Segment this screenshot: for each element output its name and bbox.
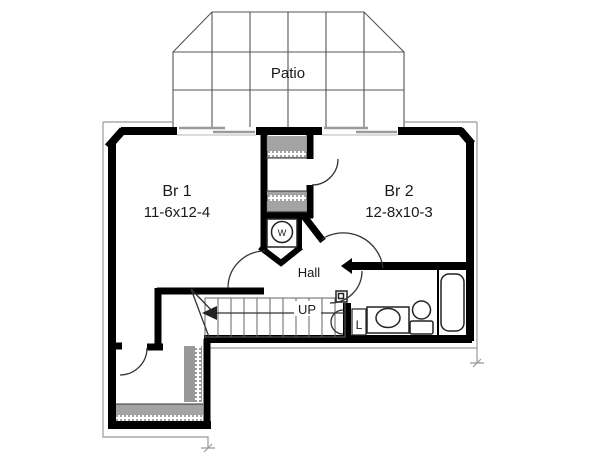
patio-doors <box>177 126 398 136</box>
stairs: UP <box>190 288 348 338</box>
door-arc-storage <box>119 347 148 376</box>
bathtub <box>440 273 465 332</box>
patio-grid <box>173 12 404 127</box>
closet-hatch-upper <box>266 136 307 158</box>
door-arc-br2 <box>321 232 384 269</box>
linen-closet <box>351 308 367 336</box>
patio-door-right <box>324 126 397 134</box>
br2-label: Br 2 <box>384 183 413 200</box>
winder-lines <box>190 288 215 338</box>
closet-door-arc <box>311 158 339 186</box>
newel-post-inner <box>337 292 345 300</box>
center-closets <box>266 136 339 213</box>
footing-line-left <box>102 122 209 448</box>
bathroom: L <box>351 273 465 336</box>
end-tick-left <box>201 443 215 453</box>
end-tick-right <box>470 358 484 368</box>
up-label-bg <box>294 301 321 316</box>
linen-label: L <box>356 318 363 332</box>
patio-label: Patio <box>271 65 305 82</box>
footing-outline <box>102 121 484 453</box>
door-arcs <box>119 232 384 376</box>
patio: Patio <box>172 11 405 127</box>
wall-end-cap <box>341 258 352 274</box>
door-arc-linen <box>330 309 344 335</box>
storage-shelf-hatch <box>184 346 202 402</box>
interior-walls <box>110 133 326 427</box>
room-labels: Br 1 11-6x12-4 Br 2 12-8x10-3 Hall <box>144 183 433 280</box>
br1-dims: 11-6x12-4 <box>144 204 210 221</box>
storage-closet-hatch <box>116 404 203 421</box>
patio-door-left <box>179 126 255 134</box>
water-heater-circle <box>270 220 294 244</box>
closet-hatch-lower <box>266 191 307 213</box>
up-label: UP <box>298 302 316 317</box>
sink-basin <box>375 307 401 329</box>
toilet-bowl <box>411 300 432 320</box>
footing-line-right <box>204 122 478 363</box>
br2-dims: 12-8x10-3 <box>365 204 433 221</box>
stair-treads <box>217 298 336 337</box>
water-heater-niche-walls <box>258 215 303 267</box>
walls <box>105 127 476 429</box>
door-arc-br1 <box>227 250 266 289</box>
outer-walls <box>105 127 476 429</box>
door-arc-bath <box>329 270 363 304</box>
closet-shelf-lines <box>266 157 307 192</box>
storage-room <box>116 346 203 421</box>
stair-outline <box>204 297 346 338</box>
toilet-tank <box>409 320 434 335</box>
water-heater-label: W <box>278 228 287 238</box>
up-arrow-head <box>202 306 217 320</box>
hall-label: Hall <box>298 265 321 280</box>
water-heater: W <box>266 218 298 248</box>
br1-label: Br 1 <box>162 183 191 200</box>
